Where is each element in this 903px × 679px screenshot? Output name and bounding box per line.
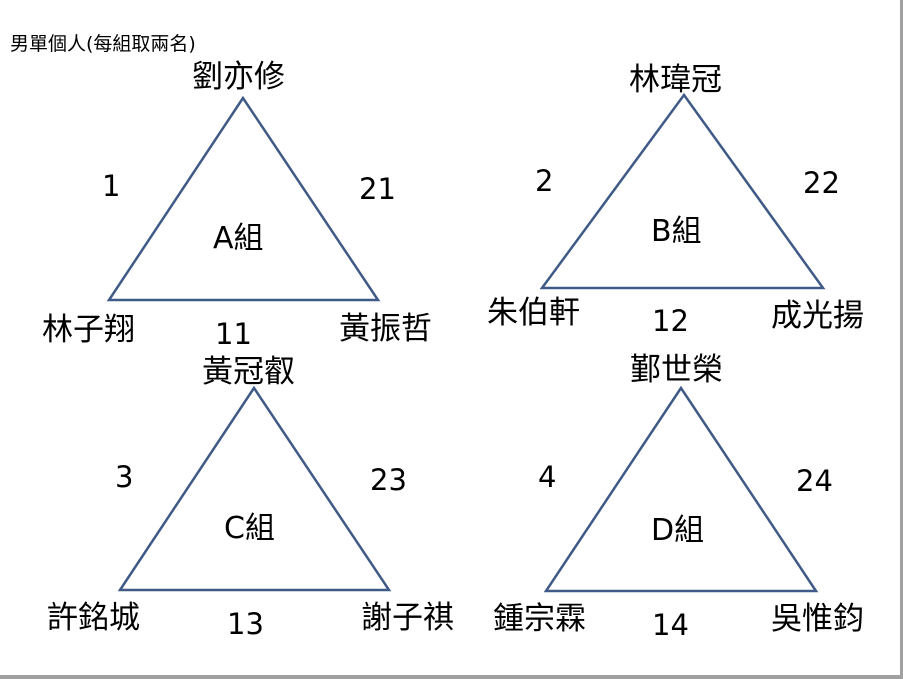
page-border-bottom bbox=[0, 675, 903, 679]
group-d-left-edge-number: 4 bbox=[538, 460, 557, 494]
group-b-left-edge-number: 2 bbox=[535, 164, 554, 198]
group-c-top-player: 黃冠叡 bbox=[202, 354, 295, 390]
group-c-triangle bbox=[117, 385, 392, 592]
group-a-top-player: 劉亦修 bbox=[192, 59, 285, 95]
group-c-right-player: 謝子祺 bbox=[361, 600, 454, 636]
group-b-top-player: 林瑋冠 bbox=[629, 62, 722, 98]
group-a-triangle bbox=[106, 95, 381, 302]
group-c-left-edge-number: 3 bbox=[115, 460, 134, 494]
page-border-right bbox=[900, 0, 903, 679]
group-a-left-edge-number: 1 bbox=[102, 169, 121, 203]
group-a-left-player: 林子翔 bbox=[42, 312, 135, 348]
group-b-bottom-edge-number: 12 bbox=[652, 304, 689, 338]
group-b-label: B組 bbox=[651, 214, 702, 249]
group-a-bottom-edge-number: 11 bbox=[215, 317, 252, 351]
group-d-right-edge-number: 24 bbox=[796, 464, 833, 498]
group-d-top-player: 鄞世榮 bbox=[630, 352, 723, 388]
group-a-right-player: 黃振哲 bbox=[339, 311, 432, 347]
group-b-right-edge-number: 22 bbox=[803, 166, 840, 200]
group-b-left-player: 朱伯軒 bbox=[487, 295, 580, 331]
group-b-right-player: 成光揚 bbox=[771, 298, 864, 334]
group-d-right-player: 吳惟鈞 bbox=[771, 601, 864, 637]
group-c-left-player: 許銘城 bbox=[47, 600, 140, 636]
group-d-triangle bbox=[543, 385, 819, 593]
group-a-label: A組 bbox=[213, 221, 264, 256]
group-d-label: D組 bbox=[651, 513, 705, 548]
group-b-triangle bbox=[539, 92, 826, 290]
group-c-label: C組 bbox=[224, 511, 275, 546]
document-title: 男單個人(每組取兩名) bbox=[10, 33, 196, 55]
group-c-right-edge-number: 23 bbox=[370, 463, 407, 497]
group-a-right-edge-number: 21 bbox=[359, 172, 396, 206]
group-c-bottom-edge-number: 13 bbox=[227, 607, 264, 641]
group-d-left-player: 鍾宗霖 bbox=[493, 601, 586, 637]
group-d-bottom-edge-number: 14 bbox=[652, 608, 689, 642]
